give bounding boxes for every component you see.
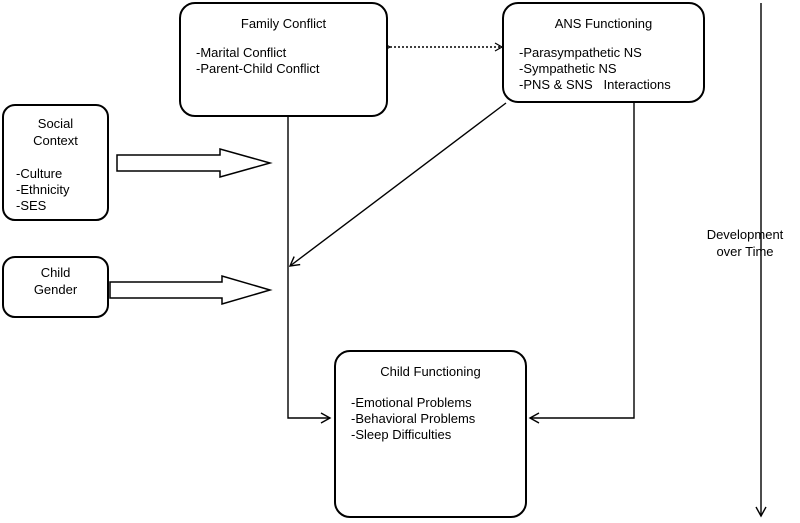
node-family-conflict-title: Family Conflict (240, 16, 327, 31)
node-ans-functioning-item: -Sympathetic NS (519, 61, 617, 76)
node-social-context-item: -SES (16, 198, 47, 213)
node-child-functioning-item: -Sleep Difficulties (351, 427, 452, 442)
node-family-conflict-item: -Parent-Child Conflict (196, 61, 320, 76)
node-social-context-item: -Ethnicity (16, 182, 70, 197)
edge-ans-to-family-path (288, 102, 507, 267)
node-ans-functioning: ANS Functioning -Parasympathetic NS -Sym… (502, 2, 705, 103)
node-family-conflict-item: -Marital Conflict (196, 45, 287, 60)
node-family-conflict: Family Conflict -Marital Conflict -Paren… (179, 2, 388, 117)
edge-social-context-moderator (116, 148, 273, 178)
node-child-functioning-title: Child Functioning (380, 364, 481, 379)
timeline-label-line1: Development (706, 227, 784, 242)
edge-ans-to-child (528, 103, 635, 424)
timeline-label-line2: over Time (716, 244, 774, 259)
node-child-functioning-item: -Emotional Problems (351, 395, 472, 410)
node-social-context-title-line2: Context (33, 133, 78, 148)
node-social-context: Social Context -Culture -Ethnicity -SES (2, 104, 109, 221)
node-social-context-item: -Culture (16, 166, 63, 181)
node-social-context-title-line1: Social (37, 116, 74, 131)
edge-child-gender-moderator (109, 275, 273, 305)
node-ans-functioning-item: -Parasympathetic NS (519, 45, 642, 60)
edge-family-to-child (287, 117, 332, 424)
node-child-gender-title-line1: Child (40, 265, 71, 280)
node-child-gender: Child Gender (2, 256, 109, 318)
node-ans-functioning-item: -PNS & SNS Interactions (519, 77, 671, 92)
node-child-functioning: Child Functioning -Emotional Problems -B… (334, 350, 527, 518)
node-child-functioning-item: -Behavioral Problems (351, 411, 476, 426)
node-ans-functioning-title: ANS Functioning (554, 16, 653, 31)
node-child-gender-title-line2: Gender (33, 282, 78, 297)
